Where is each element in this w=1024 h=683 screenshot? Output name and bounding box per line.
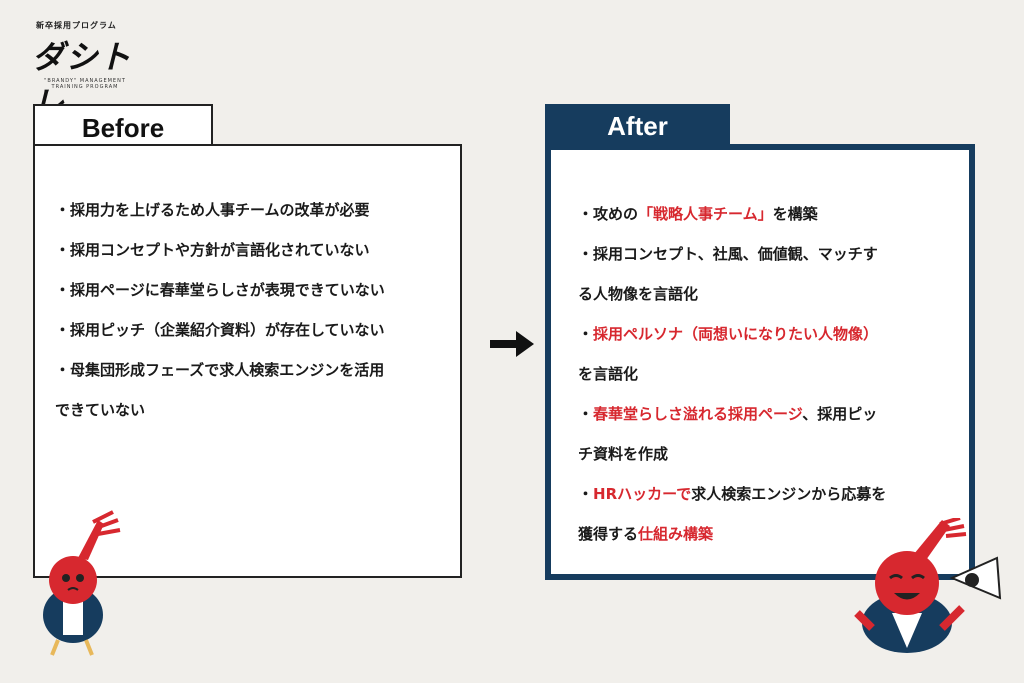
before-list: ・採用力を上げるため人事チームの改革が必要 ・採用コンセプトや方針が言語化されて… (55, 190, 455, 430)
before-item: ・採用ピッチ（企業紹介資料）が存在していない (55, 321, 385, 339)
before-item: できていない (55, 401, 146, 419)
before-item: ・採用コンセプトや方針が言語化されていない (55, 241, 370, 259)
arrow-right-icon (490, 331, 534, 357)
after-item: る人物像を言語化 (578, 285, 699, 303)
brand-logo: 新卒採用プログラム ダシトレ "BRANDY" MANAGEMENT TRAIN… (24, 20, 134, 122)
before-item: ・採用力を上げるため人事チームの改革が必要 (55, 201, 370, 219)
sad-bird-mascot (43, 510, 121, 656)
before-item: ・採用ページに春華堂らしさが表現できていない (55, 281, 385, 299)
after-item: チ資料を作成 (578, 445, 669, 463)
after-item: ・攻めの「戦略人事チーム」を構築 (578, 205, 818, 223)
after-item: ・採用ペルソナ（両想いになりたい人物像） (578, 325, 879, 343)
after-item: ・採用コンセプト、社風、価値観、マッチす (578, 245, 878, 263)
after-item: ・春華堂らしさ溢れる採用ページ、採用ピッ (578, 405, 878, 423)
after-list: ・攻めの「戦略人事チーム」を構築 ・採用コンセプト、社風、価値観、マッチす る人… (578, 194, 958, 554)
after-panel: ・攻めの「戦略人事チーム」を構築 ・採用コンセプト、社風、価値観、マッチす る人… (545, 144, 975, 580)
before-item: ・母集団形成フェーズで求人検索エンジンを活用 (55, 361, 385, 379)
logo-wordmark: ダシトレ (32, 38, 132, 122)
happy-bird-mascot (854, 518, 1002, 653)
after-label: After (545, 104, 730, 146)
logo-tagline: 新卒採用プログラム (36, 21, 117, 30)
before-label: Before (33, 104, 213, 144)
after-item: 獲得する仕組み構築 (578, 525, 714, 543)
logo-subtitle: "BRANDY" MANAGEMENT TRAINING PROGRAM (44, 78, 126, 90)
after-item: ・HRハッカーで求人検索エンジンから応募を (578, 485, 887, 503)
before-panel: ・採用力を上げるため人事チームの改革が必要 ・採用コンセプトや方針が言語化されて… (33, 144, 462, 578)
after-item: を言語化 (578, 365, 639, 383)
